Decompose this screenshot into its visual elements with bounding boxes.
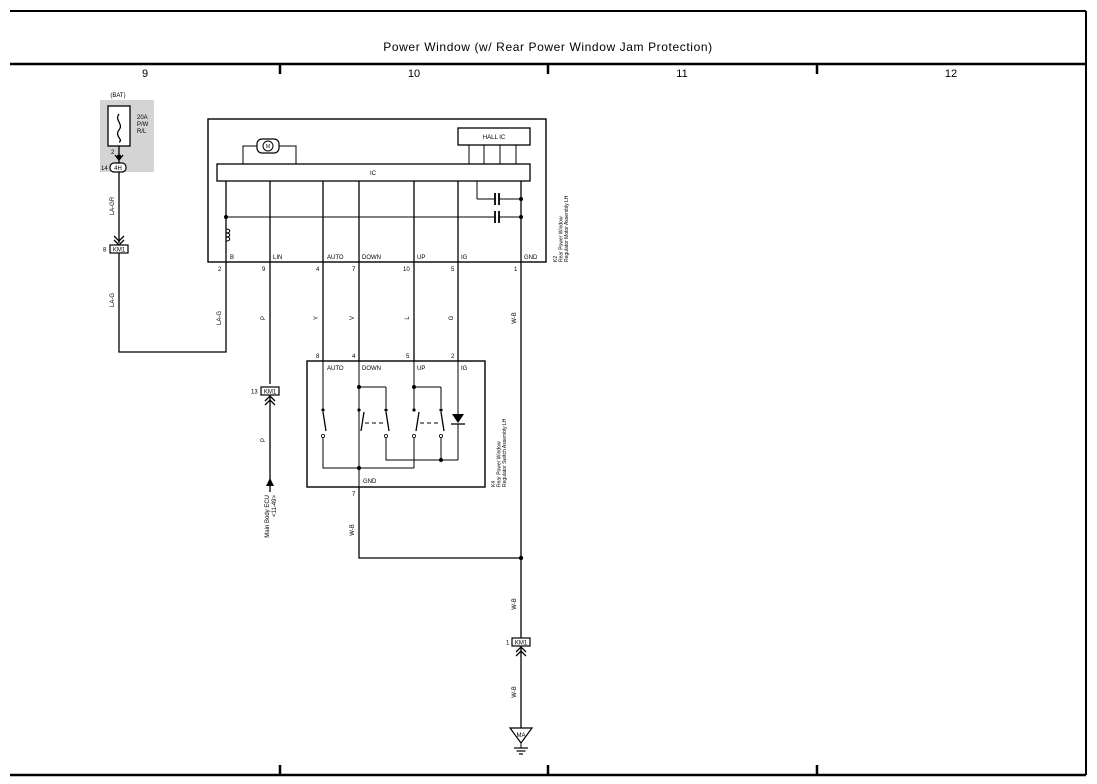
motor-pin-label: UP bbox=[417, 255, 425, 261]
motor-pin-label: IG bbox=[461, 255, 468, 261]
switch-assembly-k4: AUTO DOWN UP IG bbox=[306, 360, 508, 488]
ground-label: MA bbox=[517, 733, 526, 739]
fuse-element-icon bbox=[116, 113, 122, 143]
junction-km1-gnd-pin: 1 bbox=[506, 641, 510, 647]
column-number: 10 bbox=[408, 68, 420, 80]
motor-assembly-name-2: Regulator Motor Assembly LH bbox=[564, 195, 570, 262]
motor-pin-label: DOWN bbox=[362, 255, 381, 261]
wire-color-wb-ground-lower: W-B bbox=[512, 686, 518, 698]
ground-icon: MA bbox=[508, 727, 534, 755]
wire-color-wb-switch: W-B bbox=[350, 524, 356, 536]
coil-icon bbox=[225, 228, 231, 242]
switch-pin-label: UP bbox=[417, 366, 425, 372]
column-number: 11 bbox=[676, 68, 687, 80]
diagram-frame bbox=[10, 10, 1087, 777]
wire-color-g: G bbox=[449, 315, 455, 320]
switch-contact-icon bbox=[440, 411, 445, 432]
motor-pin-label: GND bbox=[524, 255, 538, 261]
wire-color-wb-ground-upper: W-B bbox=[512, 598, 518, 610]
motor-assembly-k2: HALL IC M IC bbox=[207, 118, 570, 273]
diagram-title: Power Window (w/ Rear Power Window Jam P… bbox=[383, 40, 712, 54]
connector-4h-label: 4H bbox=[114, 166, 122, 172]
switch-pin-number: 5 bbox=[406, 354, 410, 360]
connector-4h-pin: 14 bbox=[101, 166, 108, 172]
fuse-name-2: R/L bbox=[137, 129, 147, 135]
arrow-up-icon bbox=[266, 478, 274, 486]
motor-assembly-box bbox=[207, 118, 547, 263]
hall-ic-label: HALL IC bbox=[483, 135, 506, 141]
motor-pin-number: 10 bbox=[403, 267, 410, 273]
switch-pin-number: 8 bbox=[316, 354, 320, 360]
switch-contact-icon bbox=[415, 411, 420, 432]
wire-color-la-gr: LA-GR bbox=[110, 196, 116, 215]
motor-symbol: M bbox=[266, 144, 270, 150]
column-number: 9 bbox=[142, 68, 148, 80]
ic-box bbox=[216, 163, 531, 182]
ecu-label: Main Body ECU bbox=[265, 495, 271, 538]
motor-icon bbox=[262, 140, 274, 152]
motor-pin-number: 9 bbox=[262, 267, 266, 273]
capacitor-icon bbox=[494, 211, 521, 223]
column-numbers: 9 10 11 12 bbox=[142, 68, 957, 80]
switch-pin-label: AUTO bbox=[327, 366, 344, 372]
switch-contact-icon bbox=[322, 411, 327, 432]
motor-assembly-id: K2 bbox=[553, 256, 559, 262]
switch-assembly-id: K4 bbox=[491, 481, 497, 487]
junction-km1-lin-pin: 13 bbox=[251, 390, 258, 396]
fuse-source-label: (BAT) bbox=[110, 93, 125, 99]
connector-4h bbox=[109, 162, 127, 173]
capacitor-icon bbox=[494, 193, 521, 205]
wire-color-v: V bbox=[350, 316, 356, 320]
wire-color-l: L bbox=[405, 316, 411, 320]
motor-pin-number: 5 bbox=[451, 267, 455, 273]
switch-pin-number: 4 bbox=[352, 354, 356, 360]
fuse-pin-top: 2 bbox=[111, 150, 115, 156]
wire-color-y: Y bbox=[314, 316, 320, 320]
motor-pin-label: LIN bbox=[273, 255, 282, 261]
switch-pin-label: DOWN bbox=[362, 366, 381, 372]
junction-km1-gnd bbox=[511, 637, 531, 647]
motor-pin-number: 2 bbox=[218, 267, 222, 273]
fuse-block: (BAT) 20A P/W R/L 2 4H 14 bbox=[100, 93, 154, 173]
diode-icon bbox=[452, 414, 464, 423]
fuse-body bbox=[107, 105, 131, 147]
wire-color-la-g-right: LA-G bbox=[217, 311, 223, 325]
wire-color-p-lower: P bbox=[261, 438, 267, 442]
switch-pin-label: IG bbox=[461, 366, 468, 372]
motor-pin-label: AUTO bbox=[327, 255, 344, 261]
junction-km1-lin-label: KM1 bbox=[264, 390, 277, 396]
junction-km1-lin bbox=[260, 386, 280, 396]
junction-km1-gnd-label: KM1 bbox=[515, 641, 528, 647]
switch-assembly-name-1: Rear Power Window bbox=[497, 441, 503, 487]
switch-assembly-box bbox=[306, 360, 486, 488]
wire-color-wb-motor: W-B bbox=[512, 312, 518, 324]
ic-label: IC bbox=[370, 171, 377, 177]
connector-arrow-icon bbox=[114, 154, 124, 162]
wire-color-la-g-left: LA-G bbox=[110, 293, 116, 307]
fuse-rating: 20A bbox=[137, 115, 148, 121]
switch-gnd-pin-number: 7 bbox=[352, 492, 356, 498]
switch-pin-number: 2 bbox=[451, 354, 455, 360]
hall-ic-box bbox=[457, 127, 531, 146]
junction-km1-top-pin: 8 bbox=[103, 248, 107, 254]
motor-assembly-name-1: Rear Power Window bbox=[559, 216, 565, 262]
switch-contact-icon bbox=[385, 411, 390, 432]
motor-pin-number: 1 bbox=[514, 267, 518, 273]
motor-pin-number: 4 bbox=[316, 267, 320, 273]
fuse-name-1: P/W bbox=[137, 122, 149, 128]
junction-km1-top-label: KM1 bbox=[113, 248, 126, 254]
motor-pin-label: B bbox=[230, 255, 234, 261]
wire-color-p-upper: P bbox=[261, 316, 267, 320]
switch-contact-icon bbox=[360, 411, 365, 432]
switch-gnd-label: GND bbox=[363, 479, 377, 485]
switch-assembly-name-2: Regulator Switch Assembly LH bbox=[502, 418, 508, 487]
motor-pin-number: 7 bbox=[352, 267, 356, 273]
column-number: 12 bbox=[945, 68, 957, 80]
ecu-ref: <11-49> bbox=[272, 495, 278, 517]
